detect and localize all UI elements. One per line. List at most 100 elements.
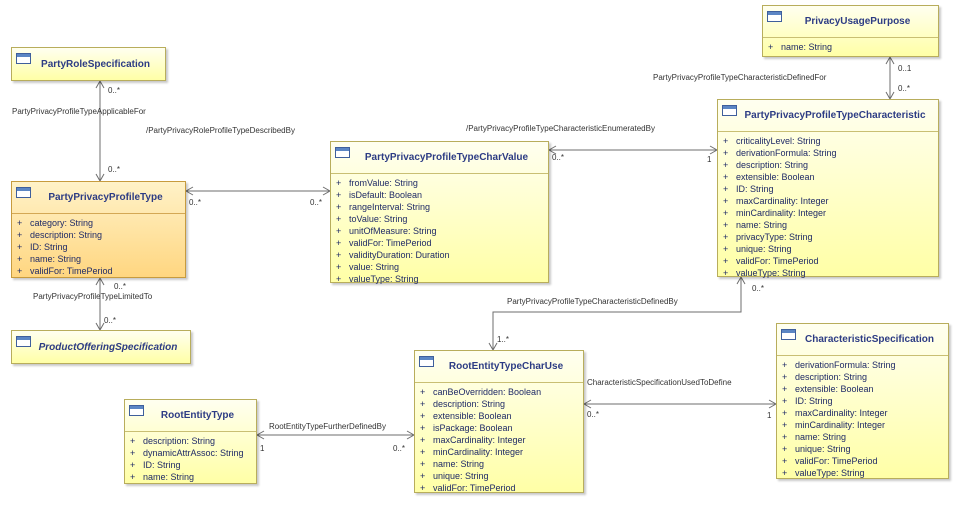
attribute-row[interactable]: +minCardinality: Integer — [777, 419, 948, 431]
attribute-text: validFor: TimePeriod — [30, 266, 113, 276]
attribute-row[interactable]: + validityDuration: Duration — [331, 249, 548, 261]
arrowhead — [255, 430, 265, 440]
multiplicity: 0..* — [552, 153, 565, 162]
attribute-row[interactable]: +description: String — [12, 229, 185, 241]
attribute-text: maxCardinality: Integer — [433, 435, 526, 445]
attribute-row[interactable]: +rangeInterval: String — [331, 201, 548, 213]
visibility-marker: + — [782, 384, 788, 394]
attribute-row[interactable]: +valueType: String — [718, 267, 938, 279]
visibility-marker: + — [723, 232, 729, 242]
visibility-marker: + — [17, 242, 23, 252]
class-party-privacy-profile-type[interactable]: PartyPrivacyProfileType +category: Strin… — [11, 181, 186, 278]
attribute-row[interactable]: +description: String — [718, 159, 938, 171]
attribute-row[interactable]: + validFor: TimePeriod — [12, 265, 185, 277]
attribute-row[interactable]: + ID: String — [12, 241, 185, 253]
visibility-marker: + — [782, 396, 788, 406]
attribute-row[interactable]: +maxCardinality: Integer — [777, 407, 948, 419]
attribute-text: ID: String — [30, 242, 68, 252]
attribute-text: validityDuration: Duration — [349, 250, 450, 260]
attribute-row[interactable]: +ID: String — [718, 183, 938, 195]
attribute-row[interactable]: +maxCardinality: Integer — [415, 434, 583, 446]
attribute-row[interactable]: +validFor: TimePeriod — [777, 455, 948, 467]
class-privacy-usage-purpose[interactable]: PrivacyUsagePurpose +name: String — [762, 5, 939, 57]
visibility-marker: + — [723, 208, 729, 218]
attribute-row[interactable]: +extensible: Boolean — [415, 410, 583, 422]
attribute-text: name: String — [143, 472, 195, 482]
attribute-text: validFor: TimePeriod — [349, 238, 432, 248]
attribute-row[interactable]: +ID: String — [125, 459, 256, 471]
class-root-entity-type[interactable]: RootEntityType +description: String+dyna… — [124, 399, 257, 484]
class-party-role-specification[interactable]: PartyRoleSpecification — [11, 47, 166, 81]
attribute-row[interactable]: +isDefault: Boolean — [331, 189, 548, 201]
attribute-row[interactable]: +derivationFormula: String — [777, 359, 948, 371]
attribute-row[interactable]: +dynamicAttrAssoc: String — [125, 447, 256, 459]
attribute-text: ID: String — [795, 396, 833, 406]
attribute-row[interactable]: +validFor: TimePeriod — [718, 255, 938, 267]
attribute-row[interactable]: +description: String — [125, 435, 256, 447]
class-icon — [767, 11, 782, 22]
attribute-row[interactable]: +value: String — [331, 261, 548, 273]
attribute-row[interactable]: +unique: String — [718, 243, 938, 255]
attribute-row[interactable]: +fromValue: String — [331, 177, 548, 189]
class-name: PrivacyUsagePurpose — [763, 6, 938, 38]
attribute-row[interactable]: +minCardinality: Integer — [718, 207, 938, 219]
attribute-row[interactable]: +extensible: Boolean — [718, 171, 938, 183]
attribute-row[interactable]: +name: String — [125, 471, 256, 483]
attribute-row[interactable]: +valueType: String — [777, 467, 948, 479]
attribute-row[interactable]: +toValue: String — [331, 213, 548, 225]
visibility-marker: + — [723, 184, 729, 194]
attribute-row[interactable]: +canBeOverridden: Boolean — [415, 386, 583, 398]
attribute-row[interactable]: +privacyType: String — [718, 231, 938, 243]
attribute-row[interactable]: +unique: String — [777, 443, 948, 455]
class-icon — [16, 53, 31, 64]
attribute-text: unique: String — [795, 444, 851, 454]
visibility-marker: + — [336, 250, 342, 260]
attribute-row[interactable]: +minCardinality: Integer — [415, 446, 583, 458]
visibility-marker: + — [17, 254, 23, 264]
visibility-marker: + — [336, 238, 342, 248]
attribute-row[interactable]: +description: String — [777, 371, 948, 383]
attribute-row[interactable]: +validFor: TimePeriod — [415, 482, 583, 494]
attribute-row[interactable]: + validFor: TimePeriod — [331, 237, 548, 249]
attribute-row[interactable]: +criticalityLevel: String — [718, 135, 938, 147]
attribute-text: category: String — [30, 218, 94, 228]
visibility-marker: + — [723, 136, 729, 146]
attribute-row[interactable]: +name: String — [12, 253, 185, 265]
visibility-marker: + — [420, 411, 426, 421]
attribute-row[interactable]: +unique: String — [415, 470, 583, 482]
attribute-row[interactable]: +unitOfMeasure: String — [331, 225, 548, 237]
class-icon — [335, 147, 350, 158]
attribute-row[interactable]: +isPackage: Boolean — [415, 422, 583, 434]
multiplicity: 0..* — [898, 84, 911, 93]
attribute-row[interactable]: +name: String — [763, 41, 938, 53]
visibility-marker: + — [17, 266, 23, 276]
class-root-entity-type-char-use[interactable]: RootEntityTypeCharUse +canBeOverridden: … — [414, 350, 584, 493]
attribute-row[interactable]: +category: String — [12, 217, 185, 229]
attribute-text: minCardinality: Integer — [433, 447, 524, 457]
attribute-row[interactable]: +name: String — [415, 458, 583, 470]
attribute-row[interactable]: +name: String — [718, 219, 938, 231]
attribute-row[interactable]: +valueType: String — [331, 273, 548, 285]
class-product-offering-specification[interactable]: ProductOfferingSpecification — [11, 330, 191, 364]
arrowhead — [736, 275, 746, 285]
class-characteristic-specification[interactable]: CharacteristicSpecification +derivationF… — [776, 323, 949, 479]
visibility-marker: + — [420, 459, 426, 469]
multiplicity: 1 — [707, 155, 712, 164]
attribute-text: valueType: String — [795, 468, 865, 478]
class-icon — [16, 187, 31, 198]
multiplicity: 0..* — [587, 410, 600, 419]
assoc-label-characteristic-enumerated-by: /PartyPrivacyProfileTypeCharacteristicEn… — [466, 124, 655, 133]
class-party-privacy-profile-type-char-value[interactable]: PartyPrivacyProfileTypeCharValue +fromVa… — [330, 141, 549, 285]
attribute-row[interactable]: +name: String — [777, 431, 948, 443]
attribute-row[interactable]: +description: String — [415, 398, 583, 410]
attribute-row[interactable]: +maxCardinality: Integer — [718, 195, 938, 207]
attribute-text: description: String — [143, 436, 216, 446]
visibility-marker: + — [723, 196, 729, 206]
attribute-row[interactable]: +extensible: Boolean — [777, 383, 948, 395]
class-party-privacy-profile-type-characteristic[interactable]: PartyPrivacyProfileTypeCharacteristic +c… — [717, 99, 939, 279]
attribute-row[interactable]: +derivationFormula: String — [718, 147, 938, 159]
attribute-row[interactable]: + ID: String — [777, 395, 948, 407]
visibility-marker: + — [723, 172, 729, 182]
attribute-list: +name: String — [763, 38, 938, 55]
